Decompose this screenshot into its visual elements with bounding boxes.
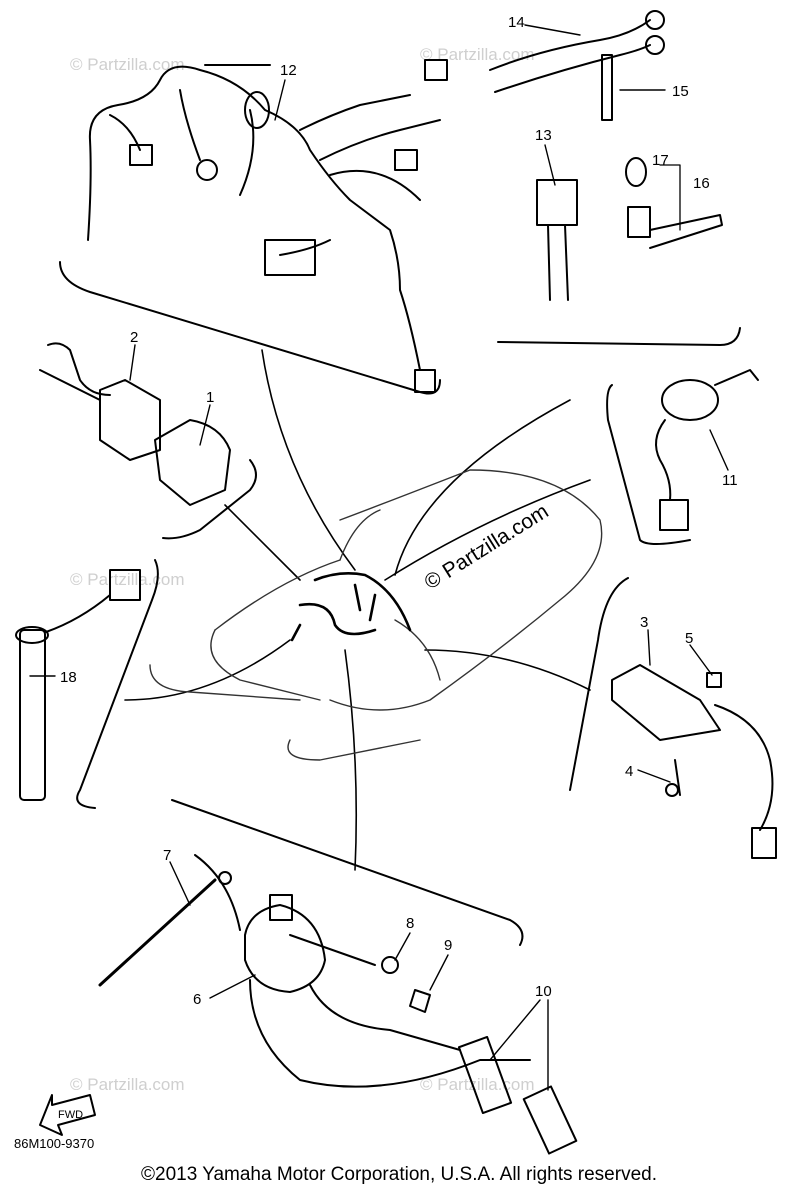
label-part-1: 1 [206, 389, 214, 406]
snowmobile-outline [149, 469, 603, 761]
label-part-4: 4 [625, 763, 633, 780]
leader-lines [124, 349, 591, 871]
part-16-17 [625, 157, 723, 249]
part-11 [655, 369, 759, 531]
label-part-12: 12 [280, 62, 297, 79]
label-part-2: 2 [130, 329, 138, 346]
label-part-14: 14 [508, 14, 525, 31]
drawing-code: 86M100-9370 [14, 1136, 94, 1151]
watermark: © Partzilla.com [70, 55, 185, 74]
label-part-17: 17 [652, 152, 669, 169]
watermark: © Partzilla.com [70, 1075, 185, 1094]
parts-diagram: © Partzilla.com © Partzilla.com © Partzi… [14, 10, 777, 1155]
label-part-9: 9 [444, 937, 452, 954]
part-18 [15, 569, 141, 801]
region-outlines [59, 261, 741, 946]
fwd-arrow: FWD [39, 1094, 96, 1136]
part-6-10 [98, 854, 578, 1155]
watermark-layer: © Partzilla.com © Partzilla.com © Partzi… [70, 45, 553, 1094]
part-13 [536, 179, 578, 301]
part-14-15 [489, 10, 665, 121]
label-part-15: 15 [672, 83, 689, 100]
watermark: © Partzilla.com [420, 1075, 535, 1094]
label-part-7: 7 [163, 847, 171, 864]
label-part-13: 13 [535, 127, 552, 144]
label-part-16: 16 [693, 175, 710, 192]
part-1-2 [39, 342, 231, 506]
part-3-4-5 [611, 664, 777, 859]
callout-labels: 12 14 15 13 17 16 2 1 11 3 5 4 18 7 6 8 … [14, 14, 738, 1151]
watermark: © Partzilla.com [420, 45, 535, 64]
label-part-10: 10 [535, 983, 552, 1000]
watermark: © Partzilla.com [70, 570, 185, 589]
label-part-8: 8 [406, 915, 414, 932]
copyright-notice: ©2013 Yamaha Motor Corporation, U.S.A. A… [141, 1164, 657, 1185]
callout-leaders [29, 24, 729, 1091]
label-part-18: 18 [60, 669, 77, 686]
main-wire-harness [87, 59, 448, 393]
label-part-3: 3 [640, 614, 648, 631]
label-part-5: 5 [685, 630, 693, 647]
label-part-11: 11 [722, 472, 738, 489]
fwd-label: FWD [58, 1109, 83, 1121]
central-harness [290, 572, 412, 642]
label-part-6: 6 [193, 991, 201, 1008]
